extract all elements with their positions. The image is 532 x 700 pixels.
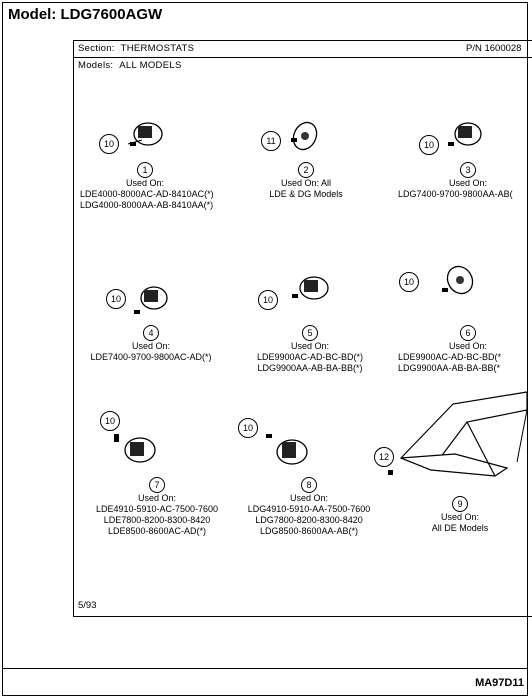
part-number-6: 6 (460, 325, 476, 341)
callout-5: 10 (258, 290, 278, 310)
callout-9: 12 (374, 447, 394, 467)
thermostat-drawing-7 (114, 434, 156, 463)
models-4-a: LDE7400-9700-9800AC-AD(*) (90, 352, 212, 362)
thermostat-drawing-1 (127, 122, 163, 146)
part-number-1: 1 (137, 162, 153, 178)
part-number-5: 5 (302, 325, 318, 341)
models-1-b: LDG4000-8000AA-AB-8410AA(*) (80, 200, 214, 210)
part-2: 2 Used On: All LDE & DG Models (246, 160, 366, 200)
bracket-drawing-9 (399, 391, 528, 477)
section-line: Section: THERMOSTATS (78, 43, 194, 54)
used-on-7: Used On: (137, 493, 177, 503)
models-6-a: LDE9900AC-AD-BC-BD(* (398, 352, 502, 362)
thermostat-drawing-5 (292, 276, 329, 300)
footer-rule (2, 668, 528, 669)
screw-icon (388, 470, 393, 475)
revision-date: 5/93 (78, 600, 97, 611)
used-on-4: Used On: (131, 341, 171, 351)
models-3-a: LDG7400-9700-9800AA-AB( (398, 189, 513, 199)
part-3: 3 Used On: LDG7400-9700-9800AA-AB( (398, 160, 532, 200)
callout-4: 10 (106, 289, 126, 309)
thermostat-drawing-3 (448, 122, 482, 146)
part-number-7: 7 (149, 477, 165, 493)
used-on-5: Used On: (290, 341, 330, 351)
models-8-a: LDG4910-5910-AA-7500-7600 (247, 504, 371, 514)
part-number-line: P/N 1600028 (466, 43, 521, 54)
thermostat-drawing-8 (266, 434, 308, 465)
parts-sheet (73, 40, 532, 617)
header-rule (73, 57, 532, 58)
callout-1: 10 (99, 134, 119, 154)
models-1-a: LDE4000-8000AC-AD-8410AC(*) (80, 189, 214, 199)
callout-6: 10 (399, 272, 419, 292)
models-value: ALL MODELS (119, 60, 182, 71)
used-on-1: Used On: (125, 178, 165, 188)
used-on-3: Used On: (448, 178, 488, 188)
thermostat-drawing-2 (291, 121, 318, 151)
part-4: 4 Used On: LDE7400-9700-9800AC-AD(*) (86, 323, 216, 363)
models-label: Models: (78, 60, 114, 71)
section-label: Section: (78, 43, 115, 54)
section-value: THERMOSTATS (120, 43, 195, 54)
part-8: 8 Used On: LDG4910-5910-AA-7500-7600 LDG… (234, 475, 384, 537)
models-5-a: LDE9900AC-AD-BC-BD(*) (256, 352, 364, 362)
used-on-6: Used On: (448, 341, 488, 351)
thermostat-drawing-4 (134, 286, 168, 314)
callout-2: 11 (261, 131, 281, 151)
models-7-c: LDE8500-8600AC-AD(*) (107, 526, 207, 536)
used-on-8: Used On: (289, 493, 329, 503)
model-value: LDG7600AGW (60, 6, 163, 23)
models-8-b: LDG7800-8200-8300-8420 (255, 515, 363, 525)
part-number-8: 8 (301, 477, 317, 493)
part-number-4: 4 (143, 325, 159, 341)
model-title: Model: LDG7600AGW (8, 6, 162, 23)
models-2-a: LDE & DG Models (269, 189, 343, 199)
part-9: 9 Used On: All DE Models (400, 494, 520, 534)
models-9-a: All DE Models (431, 523, 489, 533)
part-5: 5 Used On: LDE9900AC-AD-BC-BD(*) LDG9900… (240, 323, 380, 374)
part-number-9: 9 (452, 496, 468, 512)
callout-7: 10 (100, 411, 120, 431)
thermostat-drawing-6 (442, 265, 474, 295)
models-7-a: LDE4910-5910-AC-7500-7600 (95, 504, 219, 514)
pn-value: 1600028 (484, 43, 522, 54)
models-5-b: LDG9900AA-AB-BA-BB(*) (257, 363, 363, 373)
models-line: Models: ALL MODELS (78, 60, 182, 71)
pn-label: P/N (466, 43, 482, 54)
part-number-3: 3 (460, 162, 476, 178)
callout-8: 10 (238, 418, 258, 438)
used-on-9: Used On: (440, 512, 480, 522)
part-7: 7 Used On: LDE4910-5910-AC-7500-7600 LDE… (82, 475, 232, 537)
models-8-c: LDG8500-8600AA-AB(*) (259, 526, 359, 536)
models-6-b: LDG9900AA-AB-BA-BB(* (398, 363, 501, 373)
part-1: 1 Used On: LDE4000-8000AC-AD-8410AC(*) L… (80, 160, 214, 211)
models-7-b: LDE7800-8200-8300-8420 (103, 515, 211, 525)
model-label: Model: (8, 6, 57, 23)
callout-3: 10 (419, 135, 439, 155)
part-6: 6 Used On: LDE9900AC-AD-BC-BD(* LDG9900A… (398, 323, 532, 374)
used-on-2: Used On: All (280, 178, 332, 188)
document-code: MA97D11 (475, 677, 524, 689)
part-number-2: 2 (298, 162, 314, 178)
